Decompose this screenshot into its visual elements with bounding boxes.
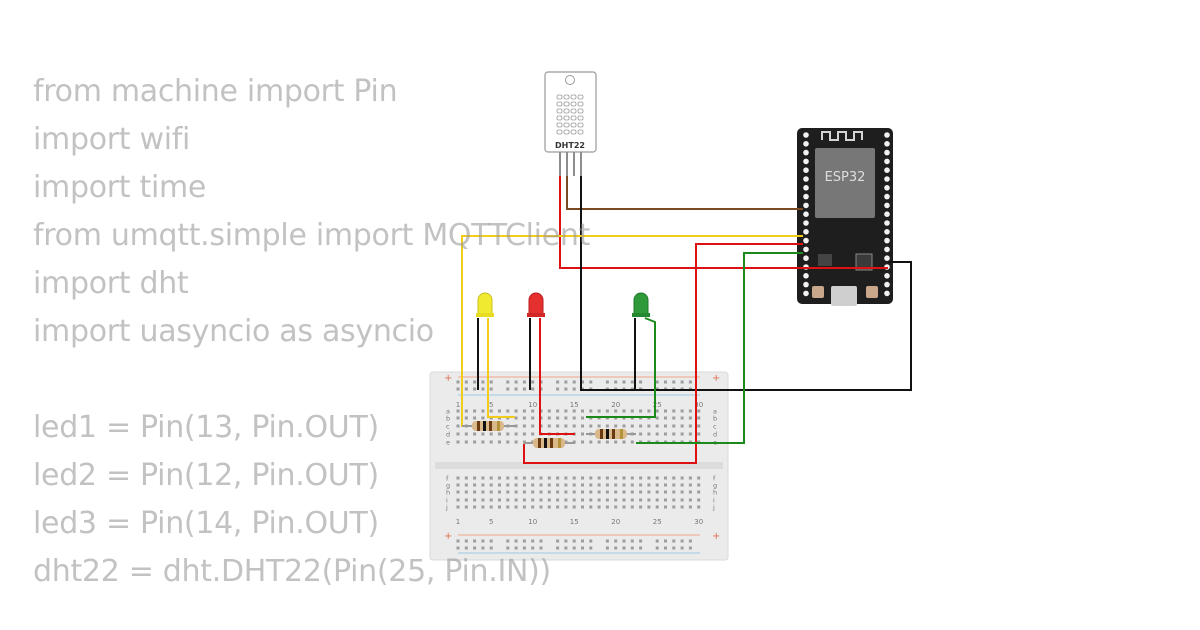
wire-green-main xyxy=(636,252,803,444)
led-red[interactable] xyxy=(527,292,545,317)
breadboard-row-letter: g xyxy=(713,482,717,490)
esp32-label: ESP32 xyxy=(825,170,866,185)
wire-brown xyxy=(566,176,803,210)
breadboard-row-letter: e xyxy=(446,439,450,447)
wire-black-sensor xyxy=(580,176,912,391)
dht22-grille xyxy=(556,94,584,135)
breadboard-row-letter: a xyxy=(713,408,717,416)
breadboard-column-number: 20 xyxy=(611,518,620,526)
resistor-2[interactable] xyxy=(524,438,575,448)
breadboard-row-letter: c xyxy=(713,423,717,431)
breadboard-column-number: 1 xyxy=(456,401,460,409)
breadboard-row-letter: d xyxy=(446,431,450,439)
svg-text:+: + xyxy=(444,531,452,542)
breadboard-row-letter: b xyxy=(713,415,717,423)
breadboard-column-number: 10 xyxy=(528,401,537,409)
breadboard-row-letter: j xyxy=(712,504,715,512)
breadboard-row-letter: i xyxy=(713,497,715,505)
breadboard-row-letter: a xyxy=(446,408,450,416)
led-yellow[interactable] xyxy=(476,292,494,317)
breadboard-row-letter: i xyxy=(446,497,448,505)
breadboard-column-number: 15 xyxy=(570,401,579,409)
breadboard-column-number: 10 xyxy=(528,518,537,526)
dht22-sensor[interactable]: DHT22 xyxy=(544,71,597,176)
breadboard-column-number: 15 xyxy=(570,518,579,526)
breadboard-column-number: 5 xyxy=(489,401,493,409)
breadboard-row-letter: g xyxy=(446,482,450,490)
wires xyxy=(461,176,912,464)
breadboard-column-number: 25 xyxy=(653,401,662,409)
breadboard-row-letter: c xyxy=(446,423,450,431)
breadboard-row-letter: f xyxy=(713,475,716,483)
breadboard-column-number: 5 xyxy=(489,518,493,526)
wire-yellow-led xyxy=(487,318,515,418)
svg-text:+: + xyxy=(444,373,452,384)
resistor-1[interactable] xyxy=(462,421,515,431)
breadboard-row-letter: h xyxy=(713,489,717,497)
wire-green-led xyxy=(586,317,656,418)
wire-yellow xyxy=(461,235,803,427)
breadboard-column-number: 1 xyxy=(456,518,460,526)
breadboard-row-letter: b xyxy=(446,415,450,423)
wire-red-main xyxy=(523,243,803,464)
svg-text:+: + xyxy=(712,373,720,384)
wire-red-sensor xyxy=(559,176,888,269)
breadboard-column-number: 25 xyxy=(653,518,662,526)
breadboard-row-letter: f xyxy=(446,475,449,483)
breadboard-column-number: 30 xyxy=(694,401,703,409)
breadboard-row-letter: j xyxy=(445,504,448,512)
led-green[interactable] xyxy=(632,292,650,317)
breadboard-row-letter: h xyxy=(446,489,450,497)
svg-text:+: + xyxy=(712,531,720,542)
dht22-label: DHT22 xyxy=(555,141,585,150)
breadboard-column-number: 20 xyxy=(611,401,620,409)
breadboard-row-letter: d xyxy=(713,431,717,439)
breadboard-column-number: 30 xyxy=(694,518,703,526)
wire-red-led xyxy=(539,318,575,435)
esp32-board[interactable]: ESP32 xyxy=(797,128,893,306)
resistor-3[interactable] xyxy=(586,429,636,439)
